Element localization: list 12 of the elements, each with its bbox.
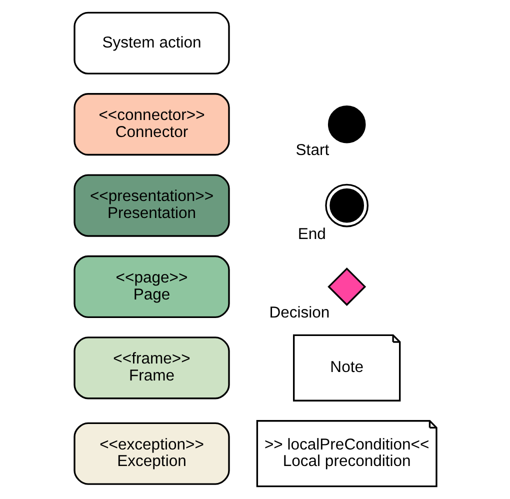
node-box: System action: [73, 12, 230, 74]
node-doublecircle: [324, 184, 368, 228]
node-box: <<frame>> Frame: [73, 336, 230, 400]
node-box: <<page>> Page: [73, 255, 230, 318]
node-label: Decision: [268, 304, 330, 322]
node-box: <<exception>> Exception: [73, 422, 230, 485]
node-label: End: [297, 226, 326, 244]
node-box: <<connector>> Connector: [73, 93, 230, 156]
node-label: Start: [295, 142, 329, 159]
node-box: <<presentation>> Presentation: [73, 174, 230, 237]
node-diamond: [327, 267, 366, 306]
node-circle: [327, 105, 366, 144]
